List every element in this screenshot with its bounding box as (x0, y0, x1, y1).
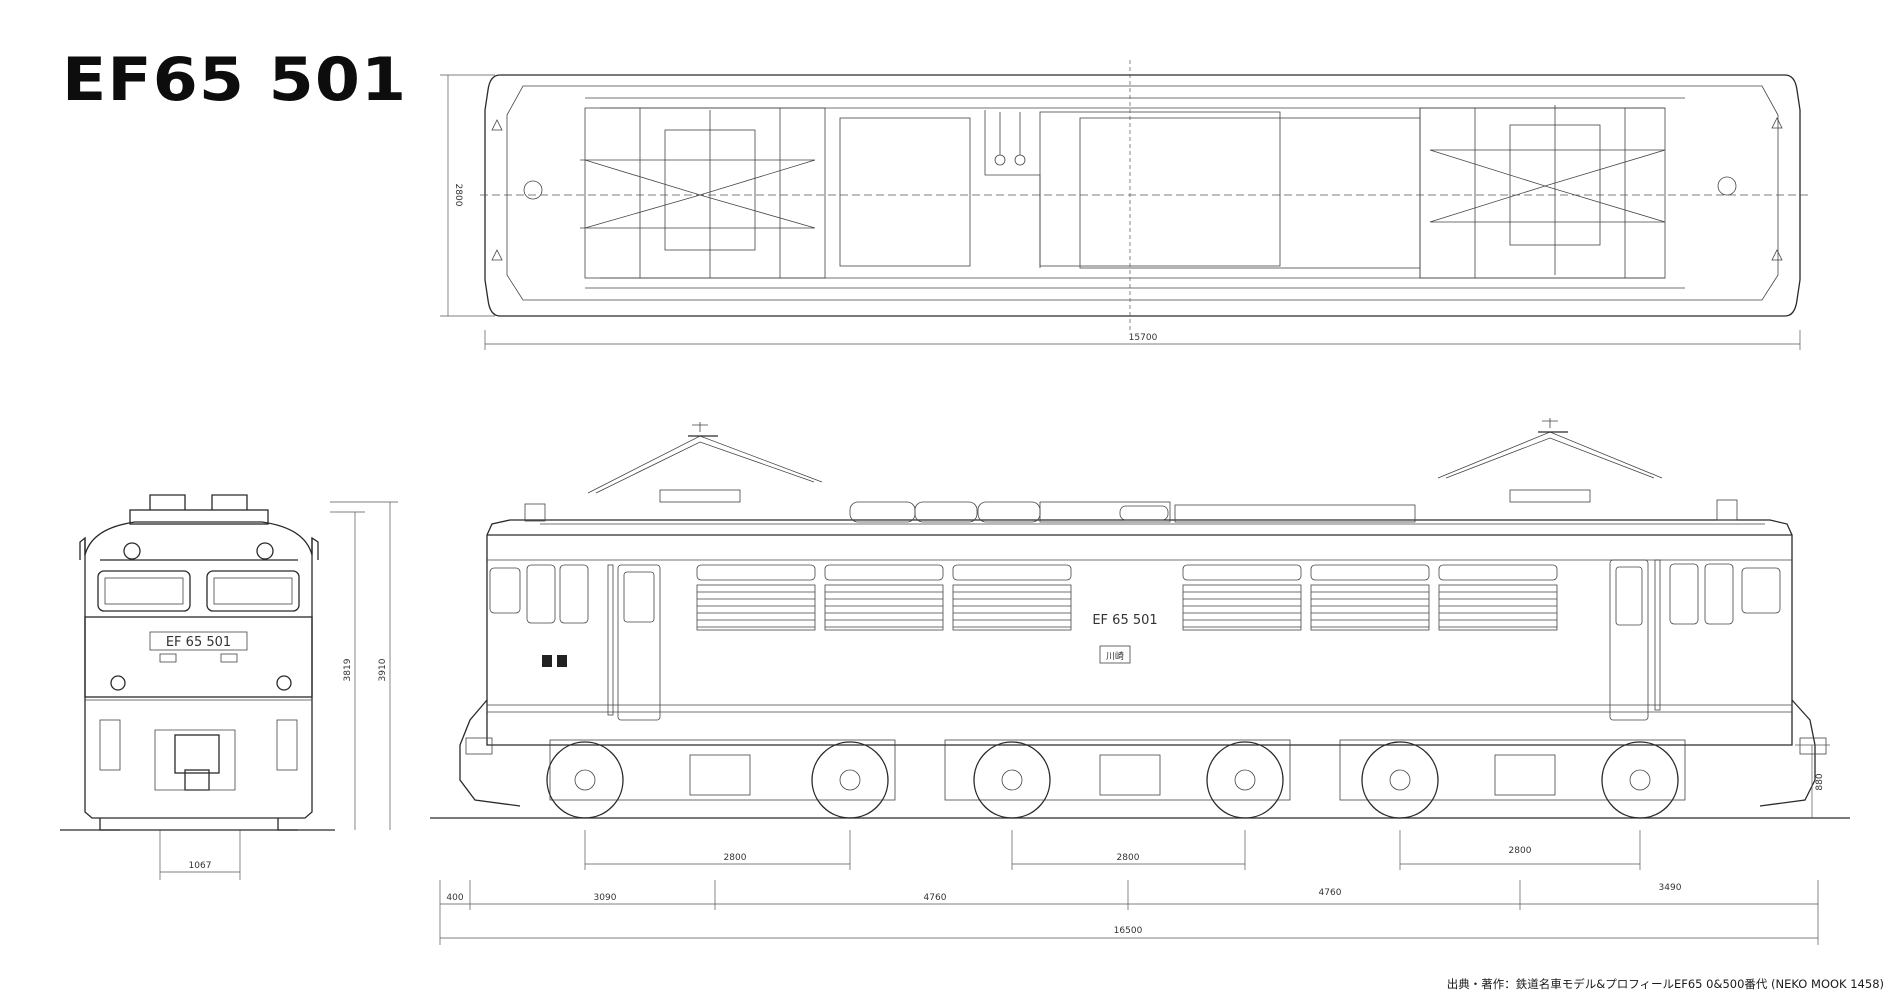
bogie-wheelbase-3-dim: 2800 (1509, 846, 1532, 856)
coupler-height-dim: 880 (1815, 773, 1825, 790)
side-windows (696, 564, 1558, 581)
front-view: EF 65 501 1067 3819 3910 (60, 494, 398, 880)
bogie-rear (1339, 739, 1686, 819)
overall-length-dim: 16500 (1114, 926, 1143, 936)
front-height-1-dim: 3819 (343, 658, 353, 681)
pantograph-rear (1437, 418, 1663, 503)
side-louvers (696, 584, 1558, 631)
bogie-front (546, 739, 896, 819)
front-height-2-dim: 3910 (378, 658, 388, 681)
bogie-wheelbase-1-dim: 2800 (724, 853, 747, 863)
seg-400-dim: 400 (446, 893, 463, 903)
bogie-middle (944, 739, 1291, 819)
seg-3490-dim: 3490 (1659, 883, 1682, 893)
builder-plate: 川崎 (1106, 650, 1124, 662)
top-view-length-dim: 15700 (1129, 333, 1158, 343)
source-credit: 出典・著作：鉄道名車モデル&プロフィールEF65 0&500番代 (NEKO M… (1446, 977, 1884, 991)
seg-4760-a-dim: 4760 (924, 893, 947, 903)
front-number-plate: EF 65 501 (166, 635, 231, 650)
side-view: EF 65 501 川崎 (430, 418, 1850, 819)
seg-4760-b-dim: 4760 (1319, 888, 1342, 898)
side-dimensions: 2800 2800 2800 400 3090 4760 4760 3490 1… (439, 830, 1819, 945)
bogie-wheelbase-2-dim: 2800 (1117, 853, 1140, 863)
top-view: 2800 15700 (440, 60, 1810, 350)
pantograph-front (587, 422, 823, 503)
top-view-width-dim: 2800 (453, 184, 463, 207)
side-number-plate: EF 65 501 (1092, 613, 1157, 628)
gauge-dim: 1067 (189, 861, 212, 871)
seg-3090-dim: 3090 (594, 893, 617, 903)
drawing-title: EF65 501 (62, 45, 408, 115)
